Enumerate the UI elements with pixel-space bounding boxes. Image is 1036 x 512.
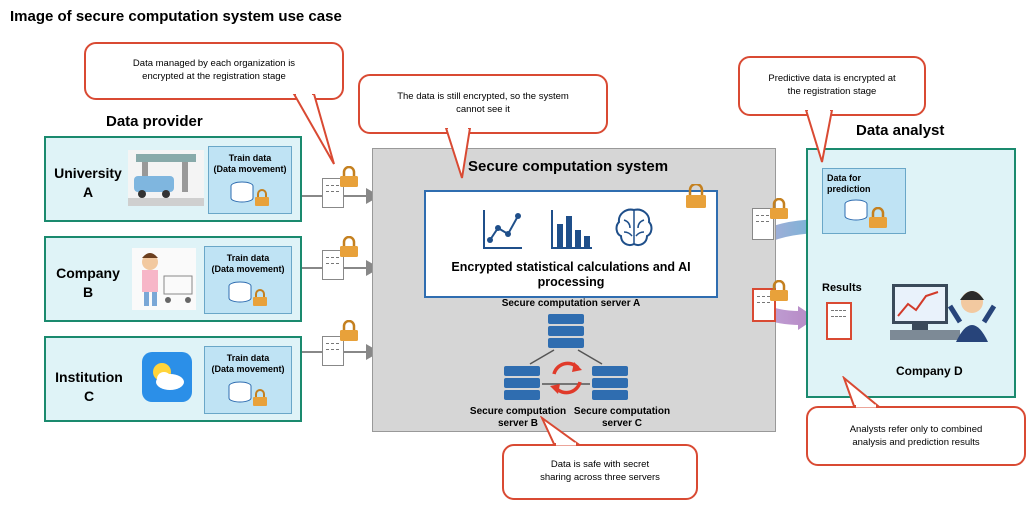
server-c-label: Secure computation server C bbox=[573, 406, 671, 429]
train-data-institution: Train data (Data movement) bbox=[204, 346, 292, 414]
page-title: Image of secure computation system use c… bbox=[10, 8, 342, 25]
shopper-illustration bbox=[132, 248, 196, 310]
callout-predictive: Predictive data is encrypted at the regi… bbox=[738, 56, 926, 116]
train-data-company: Train data (Data movement) bbox=[204, 246, 292, 314]
provider-row-university: University A Train data (Data movement) bbox=[44, 136, 302, 222]
server-b-label: Secure computation server B bbox=[469, 406, 567, 429]
callout-still-encrypted: The data is still encrypted, so the syst… bbox=[358, 74, 608, 134]
company-d-label: Company D bbox=[896, 364, 963, 378]
server-c-icon bbox=[592, 366, 628, 400]
data-for-prediction: Data for prediction bbox=[822, 168, 906, 234]
analyst-box: Data for prediction Results Company D bbox=[806, 148, 1016, 398]
encrypted-document bbox=[322, 178, 344, 208]
train-data-university: Train data (Data movement) bbox=[208, 146, 292, 214]
lock-icon bbox=[686, 184, 706, 208]
bar-chart-icon bbox=[551, 210, 592, 249]
results-label: Results bbox=[822, 282, 862, 294]
encrypted-document bbox=[322, 250, 344, 280]
server-cluster bbox=[504, 314, 628, 400]
callout-pointer bbox=[539, 416, 582, 446]
encrypted-document bbox=[322, 336, 344, 366]
weather-icon bbox=[142, 352, 192, 402]
callout-pointer bbox=[842, 376, 881, 408]
brain-icon bbox=[615, 208, 653, 246]
database-icon bbox=[228, 381, 252, 403]
callout-pointer bbox=[444, 128, 472, 179]
lock-icon bbox=[770, 198, 788, 219]
encrypted-document bbox=[752, 208, 774, 240]
database-icon bbox=[844, 199, 868, 221]
org-name-university: University A bbox=[54, 165, 122, 200]
server-b-icon bbox=[504, 366, 540, 400]
org-name-institution: Institution C bbox=[55, 369, 123, 404]
lock-icon bbox=[770, 280, 788, 301]
system-heading: Secure computation system bbox=[468, 158, 669, 175]
lock-icon bbox=[253, 289, 267, 306]
analyst-heading: Data analyst bbox=[856, 122, 945, 139]
lock-icon bbox=[255, 189, 269, 206]
processing-label: Encrypted statistical calculations and A… bbox=[451, 260, 691, 289]
lock-icon bbox=[253, 389, 267, 406]
analyst-illustration bbox=[890, 284, 997, 342]
encrypted-document bbox=[752, 288, 776, 322]
database-icon bbox=[228, 281, 252, 303]
school-bus-illustration bbox=[128, 150, 204, 206]
callout-pointer bbox=[804, 110, 834, 163]
processing-box: Encrypted statistical calculations and A… bbox=[424, 190, 718, 298]
lock-icon bbox=[340, 236, 358, 257]
provider-row-institution: Institution C Train data (Data movement) bbox=[44, 336, 302, 422]
callout-secret-sharing: Data is safe with secret sharing across … bbox=[502, 444, 698, 500]
provider-row-company: Company B Train data (Data movement) bbox=[44, 236, 302, 322]
org-name-company: Company B bbox=[56, 265, 120, 300]
lock-icon bbox=[340, 320, 358, 341]
provider-heading: Data provider bbox=[106, 113, 203, 130]
callout-registration: Data managed by each organization is enc… bbox=[84, 42, 344, 100]
database-icon bbox=[230, 181, 254, 203]
callout-pointer bbox=[292, 94, 335, 165]
lock-icon bbox=[340, 166, 358, 187]
server-a-icon bbox=[548, 314, 584, 348]
lock-icon bbox=[869, 207, 887, 228]
callout-analysts: Analysts refer only to combined analysis… bbox=[806, 406, 1026, 466]
results-document bbox=[826, 302, 852, 340]
server-a-label: Secure computation server A bbox=[501, 298, 641, 309]
line-chart-icon bbox=[483, 210, 522, 249]
